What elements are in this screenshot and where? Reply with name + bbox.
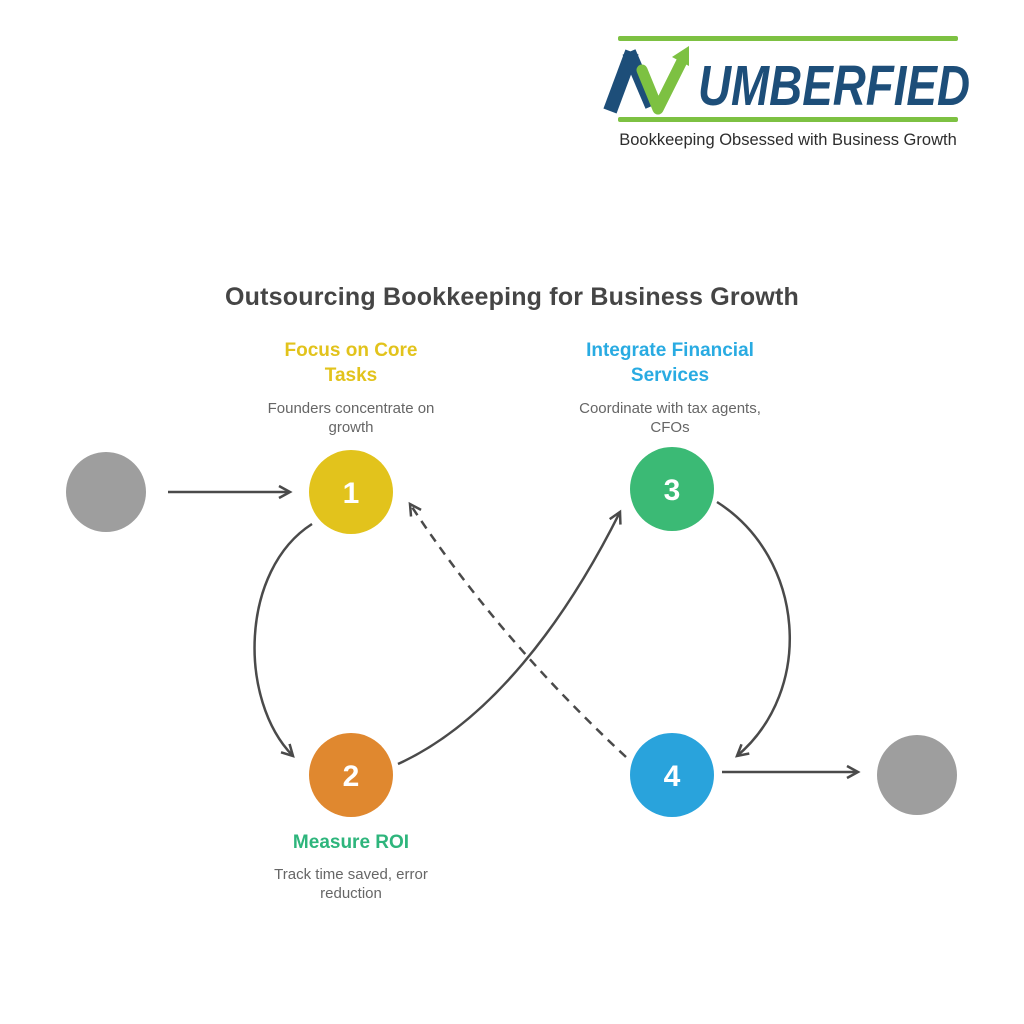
numberfied-logo: UMBERFIED Bookkeeping Obsessed with Busi… — [600, 36, 976, 150]
numberfied-wordmark: UMBERFIED — [603, 46, 970, 117]
arrow-4-to-1-dashed — [408, 501, 627, 758]
step-3-number: 3 — [664, 474, 681, 507]
diagram-title: Outsourcing Bookkeeping for Business Gro… — [225, 283, 799, 311]
step-2-number: 2 — [343, 760, 360, 793]
wordmark-letters: UMBERFIED — [698, 54, 970, 117]
arrow-2-to-3 — [397, 509, 622, 766]
n-growth-arrow-icon — [603, 46, 689, 115]
step-3-circle — [630, 447, 714, 531]
step-1-circle — [309, 450, 393, 534]
step-2-circle — [309, 733, 393, 817]
logo-tagline: Bookkeeping Obsessed with Business Growt… — [619, 131, 957, 149]
step-3-label: Integrate Financial Services — [586, 340, 754, 386]
step-4-circle — [630, 733, 714, 817]
end-terminal-circle — [877, 735, 957, 815]
step-1-number: 1 — [343, 477, 360, 510]
step-4-number: 4 — [664, 760, 681, 793]
arrow-3-to-4 — [716, 500, 791, 758]
logo-bottom-rule — [618, 117, 958, 122]
step-1-label: Focus on Core Tasks — [284, 340, 418, 386]
arrow-1-to-2 — [253, 522, 313, 758]
logo-top-rule — [618, 36, 958, 41]
step-2-description: Track time saved, error reduction — [274, 866, 428, 902]
step-3-description: Coordinate with tax agents, CFOs — [579, 400, 761, 436]
start-terminal-circle — [66, 452, 146, 532]
step-1-description: Founders concentrate on growth — [267, 400, 435, 436]
step-2-label: Measure ROI — [292, 832, 410, 853]
